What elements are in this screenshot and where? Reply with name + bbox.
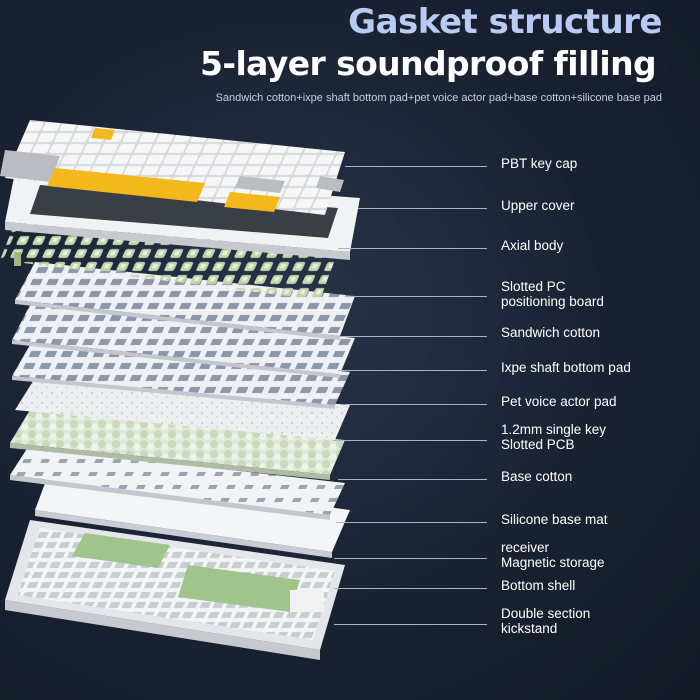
label-pc-board: Slotted PC positioning board [501,279,604,309]
leader-line [345,296,487,297]
bottom-shell-layer [5,520,345,660]
label-line: kickstand [501,621,558,636]
label-line: Double section [501,606,591,621]
keycap-layer [0,120,345,215]
leader-line [334,624,487,625]
label-line: positioning board [501,294,604,309]
ixpe-pad [12,345,350,405]
headline: 5-layer soundproof filling [199,44,657,83]
label-bottom-shell: Bottom shell [501,578,576,593]
leader-line [338,479,487,480]
label-line: Slotted PCB [501,437,575,452]
receiver [290,590,324,612]
leader-line [333,440,487,441]
label-line: Magnetic storage [501,555,605,570]
spacebar-yellow [47,168,205,202]
subtitle: Sandwich cotton+ixpe shaft bottom pad+pe… [215,92,662,104]
leader-line [334,588,487,589]
leader-line [358,208,487,209]
label-silicone-mat: Silicone base mat [501,512,608,527]
leader-line [336,522,487,523]
leader-line [340,336,487,337]
label-base-cotton: Base cotton [501,469,573,484]
label-line: 1.2mm single key [501,422,607,437]
label-sandwich-cotton: Sandwich cotton [501,325,601,340]
label-kickstand: Double section kickstand [501,606,590,636]
leader-line [338,370,487,371]
leader-line [334,558,487,559]
label-line: Slotted PC [501,279,566,294]
leader-line [345,404,487,405]
label-upper-cover: Upper cover [501,198,575,213]
leader-line [338,248,487,249]
label-keycap: PBT key cap [501,156,578,171]
label-line: receiver [501,540,550,555]
label-receiver: receiver Magnetic storage [501,540,605,570]
leader-line [345,166,487,167]
base-cotton-layer [10,447,345,520]
pet-voice-pad [15,378,350,440]
sandwich-cotton [12,305,355,374]
magnetic-storage [72,533,170,568]
slotted-pcb-layer [10,410,345,480]
pc-positioning-board [15,262,355,336]
label-pcb: 1.2mm single key Slotted PCB [501,422,606,452]
title: Gasket structure [348,2,662,42]
label-axial-body: Axial body [501,238,564,253]
label-ixpe-pad: Ixpe shaft bottom pad [501,360,631,375]
label-pet-pad: Pet voice actor pad [501,394,617,409]
